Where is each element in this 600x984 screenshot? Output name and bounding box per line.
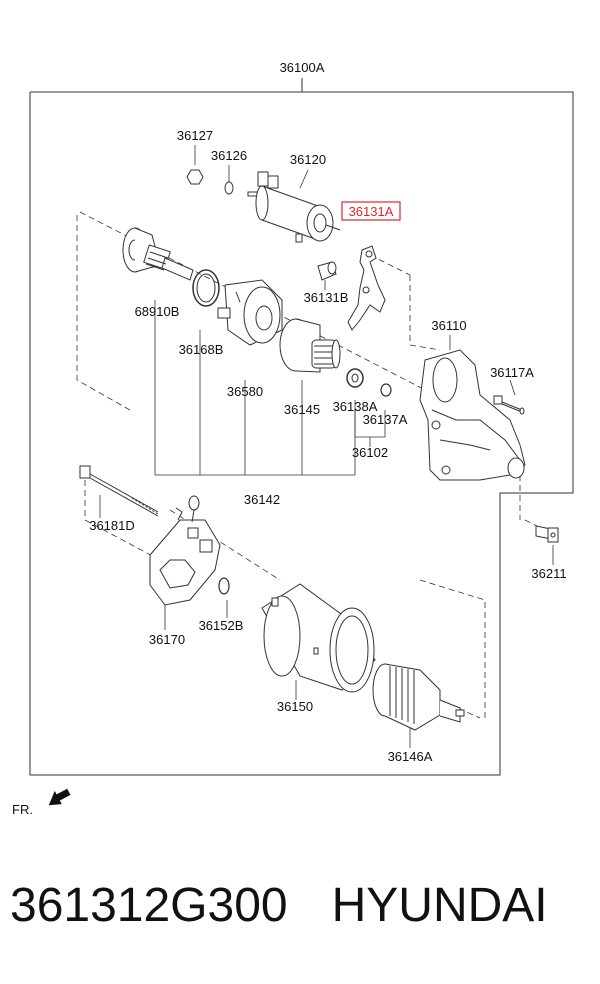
label-36120: 36120: [290, 152, 326, 167]
boot-36131B: [317, 261, 337, 281]
label-36126: 36126: [211, 148, 247, 163]
front-housing-36110: [419, 349, 526, 481]
label-front: FR.: [12, 802, 33, 817]
brand-name: HYUNDAI: [331, 879, 548, 932]
label-36145: 36145: [284, 402, 320, 417]
label-36150: 36150: [277, 699, 313, 714]
leader-lines: [99, 145, 554, 748]
label-36131B: 36131B: [304, 290, 349, 305]
label-36117A: 36117A: [490, 365, 534, 380]
clip-36137A: [380, 383, 392, 397]
washer-36152B: [218, 577, 230, 595]
label-36110: 36110: [431, 318, 466, 333]
bolt-36211: [535, 525, 559, 543]
part-labels: 36100A 36127 36126 36120 36131A 36131B 6…: [12, 60, 567, 817]
clutch-36145: [279, 318, 341, 373]
shift-lever: [347, 245, 386, 331]
assembly-frame: [29, 91, 574, 776]
highlight-box-36131A: [341, 201, 401, 221]
label-36102: 36102: [352, 445, 388, 460]
nut-36127: [186, 169, 204, 185]
washer-36126: [224, 181, 234, 195]
label-36170: 36170: [149, 632, 185, 647]
label-36127: 36127: [177, 128, 213, 143]
brush-holder-36170: [149, 495, 221, 606]
label-36211: 36211: [531, 566, 566, 581]
label-68910B: 68910B: [135, 304, 180, 319]
label-36142: 36142: [244, 492, 280, 507]
label-36168B: 36168B: [179, 342, 224, 357]
label-36181D: 36181D: [89, 518, 135, 533]
solenoid-36120: [247, 171, 341, 243]
label-36152B: 36152B: [199, 618, 244, 633]
bolt-36117A: [493, 395, 525, 415]
label-36138A: 36138A: [333, 399, 378, 414]
gear-housing-36580: [217, 279, 283, 346]
ring-36168B: [192, 269, 220, 307]
part-number: 361312G300: [10, 879, 288, 932]
label-36131A: 36131A: [349, 204, 394, 219]
label-36580: 36580: [227, 384, 263, 399]
label-36137A: 36137A: [363, 412, 408, 427]
through-bolt-36181D: [79, 465, 159, 517]
front-arrow-icon: [48, 788, 71, 806]
armature-36146A: [372, 663, 465, 731]
pinion-shaft-68910B: [122, 227, 194, 281]
label-36146A: 36146A: [388, 749, 433, 764]
label-assembly: 36100A: [280, 60, 325, 75]
yoke-36150: [261, 583, 376, 693]
exploded-parts-diagram: 36100A 36127 36126 36120 36131A 36131B 6…: [12, 60, 574, 817]
part-footer: 361312G300 HYUNDAI: [10, 878, 595, 933]
